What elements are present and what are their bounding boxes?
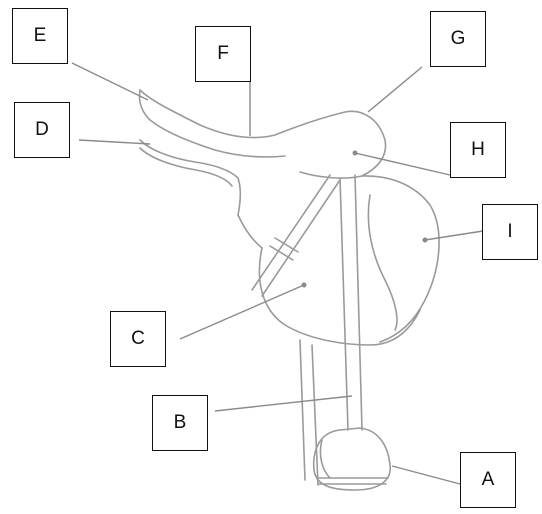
saddle-knee-roll (140, 140, 240, 215)
label-box-f: F (195, 26, 251, 82)
leader-line-a (392, 466, 460, 484)
girth-strap (252, 175, 330, 290)
label-box-c: C (110, 311, 166, 367)
saddle-seat (140, 90, 386, 178)
label-a: A (482, 469, 495, 491)
label-b: B (174, 412, 187, 434)
leader-line-i (425, 231, 483, 240)
label-e: E (34, 25, 47, 47)
label-h: H (471, 139, 485, 161)
leader-line-e (72, 63, 148, 100)
label-box-d: D (14, 102, 70, 158)
saddle-flap (259, 248, 420, 345)
stirrup-leather (340, 178, 348, 430)
label-box-i: I (482, 204, 538, 260)
label-box-b: B (152, 395, 208, 451)
label-box-a: A (460, 452, 516, 508)
label-d: D (35, 119, 49, 141)
leader-line-c (180, 285, 304, 339)
leader-line-d (79, 140, 150, 144)
saddle-skirt (238, 215, 262, 248)
leader-dot-i (423, 238, 428, 243)
label-f: F (217, 43, 229, 65)
leader-dot-h (353, 151, 358, 156)
label-i: I (507, 221, 512, 243)
saddle-pommel (139, 90, 285, 157)
label-g: G (451, 28, 466, 50)
label-box-g: G (430, 11, 486, 67)
stirrup-iron (314, 428, 391, 490)
leader-line-b (215, 396, 352, 411)
saddle-panel (362, 176, 439, 342)
label-c: C (131, 328, 145, 350)
label-box-e: E (12, 8, 68, 64)
leader-line-g (368, 67, 422, 112)
leader-dot-c (302, 283, 307, 288)
label-box-h: H (450, 122, 506, 178)
